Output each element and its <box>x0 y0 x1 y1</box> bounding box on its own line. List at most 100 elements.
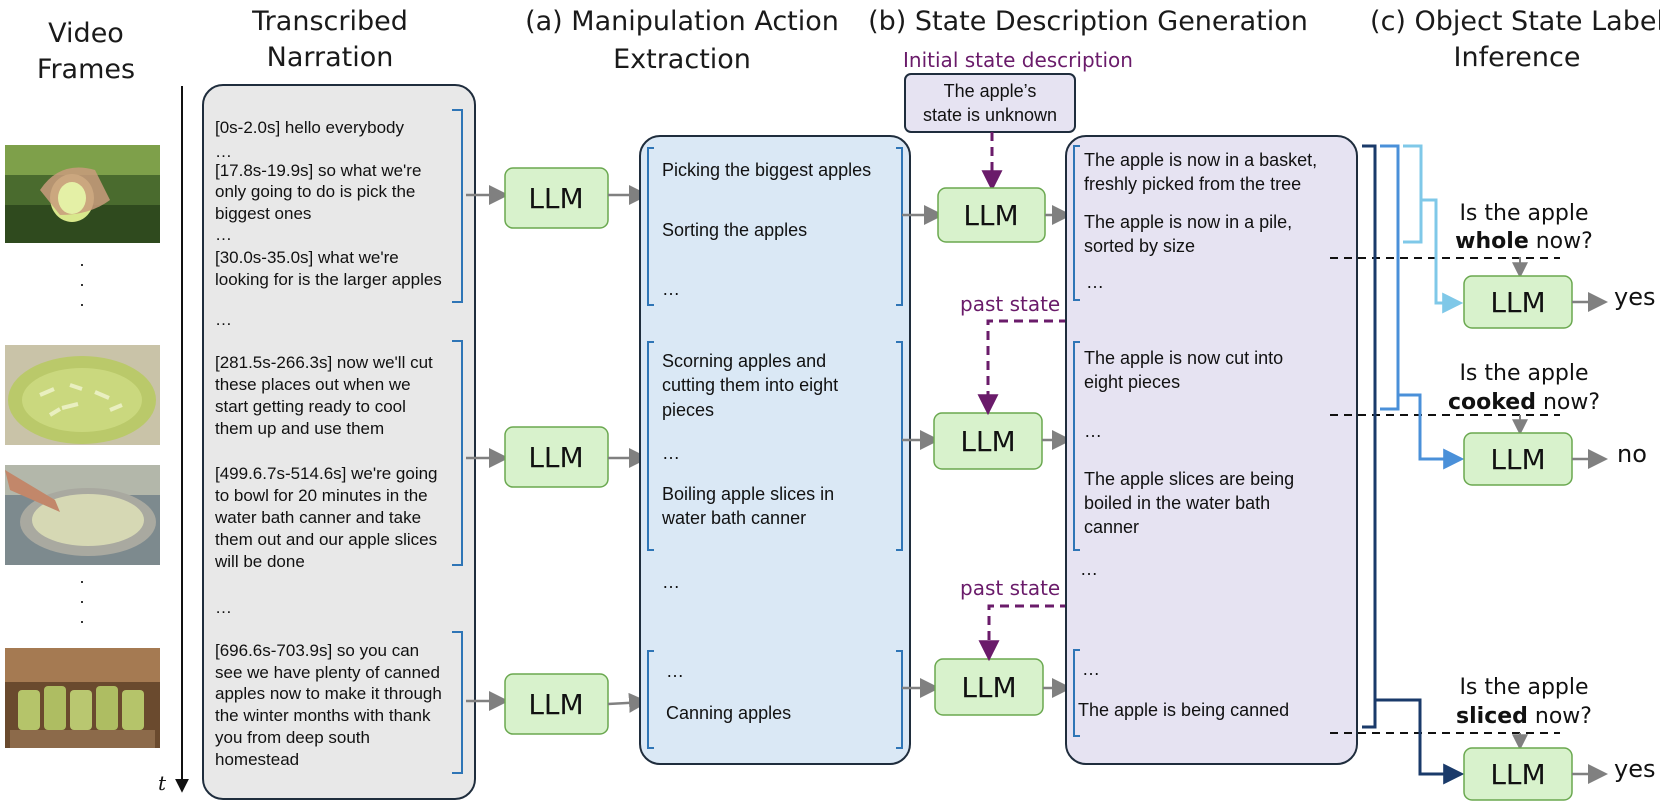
question-keyword: cooked <box>1448 390 1536 415</box>
action-ellipsis: … <box>666 661 684 681</box>
narration-ellipsis: … <box>215 310 232 329</box>
llm-block-b1: LLM <box>937 187 1046 243</box>
state-description: eight pieces <box>1084 372 1180 392</box>
answer-sliced: yes <box>1614 755 1655 783</box>
action-item: pieces <box>662 400 714 420</box>
state-description: boiled in the water bath <box>1084 493 1270 513</box>
action-bracket-left-2 <box>647 341 654 551</box>
state-description: The apple is now in a pile, <box>1084 212 1292 232</box>
llm-block-b2: LLM <box>933 412 1043 470</box>
llm-label: LLM <box>1490 758 1545 791</box>
narration-line: them out and our apple slices <box>215 530 437 549</box>
narration-panel <box>202 84 476 800</box>
question-whole-line2: whole now? <box>1455 229 1593 254</box>
narration-line: only going to do is pick the <box>215 182 415 201</box>
question-sliced-line2: sliced now? <box>1456 704 1592 729</box>
question-suffix: now? <box>1529 229 1593 254</box>
llm-label: LLM <box>528 688 583 721</box>
action-bracket-right-1 <box>896 147 903 306</box>
llm-label: LLM <box>528 182 583 215</box>
state-ellipsis: … <box>1086 272 1104 292</box>
question-cooked-line2: cooked now? <box>1448 390 1600 415</box>
states-panel <box>1065 135 1358 765</box>
action-item: Canning apples <box>666 703 791 723</box>
actions-panel <box>639 135 911 765</box>
narration-line: them up and use them <box>215 419 384 438</box>
frame-dot: · <box>79 274 85 294</box>
llm-label: LLM <box>961 671 1016 704</box>
state-bracket-left-1 <box>1073 145 1080 301</box>
narration-line: [696.6s-703.9s] so you can <box>215 641 419 660</box>
state-description: freshly picked from the tree <box>1084 174 1301 194</box>
narration-line: [0s-2.0s] hello everybody <box>215 118 404 137</box>
narration-line: [281.5s-266.3s] now we'll cut <box>215 353 433 372</box>
header-narration-1: Transcribed <box>251 6 408 37</box>
action-bracket-left-3 <box>647 650 654 749</box>
narration-line: homestead <box>215 750 299 769</box>
frame-dot: · <box>79 571 85 591</box>
action-ellipsis: … <box>662 279 680 299</box>
llm-block-a3: LLM <box>504 673 609 735</box>
narration-line: looking for is the larger apples <box>215 270 442 289</box>
state-description: The apple is now in a basket, <box>1084 150 1317 170</box>
state-description: The apple is now cut into <box>1084 348 1283 368</box>
frame-dot: · <box>79 254 85 274</box>
narration-segment-1: [0s-2.0s] hello everybody … [17.8s-19.9s… <box>215 118 442 289</box>
llm-label: LLM <box>963 199 1018 232</box>
header-video-frames-2: Frames <box>37 54 135 85</box>
narration-bracket-3 <box>452 631 463 774</box>
narration-line: [17.8s-19.9s] so what we're <box>215 161 421 180</box>
action-item: Boiling apple slices in <box>662 484 834 504</box>
narration-line: the winter months with thank <box>215 706 431 725</box>
state-description: The apple slices are being <box>1084 469 1294 489</box>
context-bracket-sliced <box>1362 144 1377 729</box>
narration-ellipsis: … <box>215 598 232 617</box>
context-bracket-cooked <box>1380 144 1400 411</box>
past-state-arrow-2 <box>978 584 1214 662</box>
narration-line: to bowl for 20 minutes in the <box>215 486 428 505</box>
narration-line: … <box>215 142 232 161</box>
frame-dot: · <box>79 591 85 611</box>
video-frame-4 <box>5 648 160 748</box>
narration-line: will be done <box>214 552 305 571</box>
action-bracket-left-1 <box>647 147 654 306</box>
llm-block-a2: LLM <box>504 426 609 488</box>
action-ellipsis: … <box>662 572 680 592</box>
narration-line: water bath canner and take <box>214 508 421 527</box>
state-ellipsis: … <box>1080 559 1098 579</box>
narration-line: biggest ones <box>215 204 311 223</box>
state-bracket-left-2 <box>1073 341 1080 551</box>
narration-line: these places out when we <box>215 375 411 394</box>
question-whole-line1: Is the apple <box>1459 201 1588 226</box>
narration-segment-2: [281.5s-266.3s] now we'll cut these plac… <box>214 353 438 571</box>
question-keyword: whole <box>1455 229 1529 254</box>
llm-block-a1: LLM <box>504 167 609 229</box>
past-state-label-2: past state <box>960 576 1060 600</box>
state-description: sorted by size <box>1084 236 1195 256</box>
question-keyword: sliced <box>1456 704 1528 729</box>
narration-line: apples now to make it through <box>215 684 442 703</box>
time-axis-label: t <box>158 771 167 795</box>
past-state-label-1: past state <box>960 292 1060 316</box>
state-ellipsis: … <box>1084 421 1102 441</box>
header-video-frames-1: Video <box>48 18 124 49</box>
action-item: water bath canner <box>661 508 806 528</box>
llm-label: LLM <box>528 441 583 474</box>
frame-dot: · <box>79 611 85 631</box>
llm-block-c3: LLM <box>1463 747 1573 801</box>
flow-arrow <box>607 692 649 713</box>
question-sliced-line1: Is the apple <box>1459 675 1588 700</box>
action-ellipsis: … <box>662 443 680 463</box>
narration-line: [30.0s-35.0s] what we're <box>215 248 399 267</box>
action-bracket-right-2 <box>896 341 903 551</box>
answer-whole: yes <box>1614 283 1655 311</box>
action-bracket-right-3 <box>896 650 903 749</box>
llm-block-b3: LLM <box>934 658 1044 716</box>
context-bracket-whole <box>1403 144 1423 244</box>
narration-bracket-2 <box>452 340 463 566</box>
llm-block-c2: LLM <box>1463 432 1573 486</box>
narration-segment-3: [696.6s-703.9s] so you can see we have p… <box>215 641 442 769</box>
action-item: Picking the biggest apples <box>662 160 871 180</box>
frame-dot: · <box>79 294 85 314</box>
